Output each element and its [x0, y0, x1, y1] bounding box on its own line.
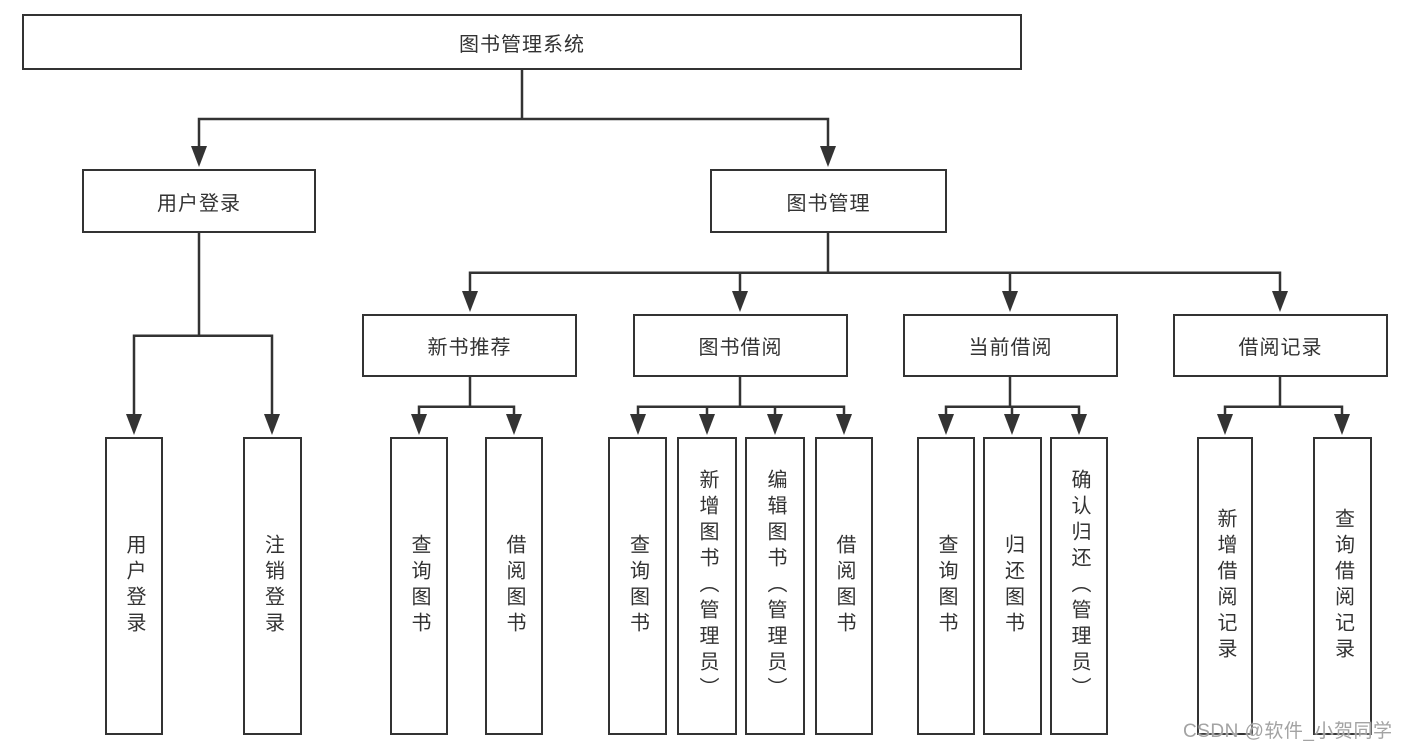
watermark: CSDN @软件_小贺同学: [1183, 721, 1393, 742]
node-leaf-user-login: 用户登录: [105, 437, 163, 735]
node-leaf-query-borrow-record: 查询借阅记录: [1313, 437, 1372, 735]
node-leaf-add-books-admin: 新增图书（管理员）: [677, 437, 737, 735]
node-leaf-logout: 注销登录: [243, 437, 302, 735]
node-leaf-recommend-borrow-books: 借阅图书: [485, 437, 543, 735]
node-book-borrow: 图书借阅: [633, 314, 848, 377]
node-user-login-branch: 用户登录: [82, 169, 316, 233]
node-leaf-current-query-books: 查询图书: [917, 437, 975, 735]
node-borrow-records: 借阅记录: [1173, 314, 1388, 377]
node-book-management-branch: 图书管理: [710, 169, 947, 233]
node-current-borrow: 当前借阅: [903, 314, 1118, 377]
node-leaf-add-borrow-record: 新增借阅记录: [1197, 437, 1253, 735]
node-library-management-system: 图书管理系统: [22, 14, 1022, 70]
node-leaf-borrow-books: 借阅图书: [815, 437, 873, 735]
node-leaf-recommend-query-books: 查询图书: [390, 437, 448, 735]
node-leaf-return-books: 归还图书: [983, 437, 1042, 735]
node-new-book-recommend: 新书推荐: [362, 314, 577, 377]
node-leaf-confirm-return-admin: 确认归还（管理员）: [1050, 437, 1108, 735]
node-leaf-edit-books-admin: 编辑图书（管理员）: [745, 437, 805, 735]
node-leaf-borrow-query-books: 查询图书: [608, 437, 667, 735]
